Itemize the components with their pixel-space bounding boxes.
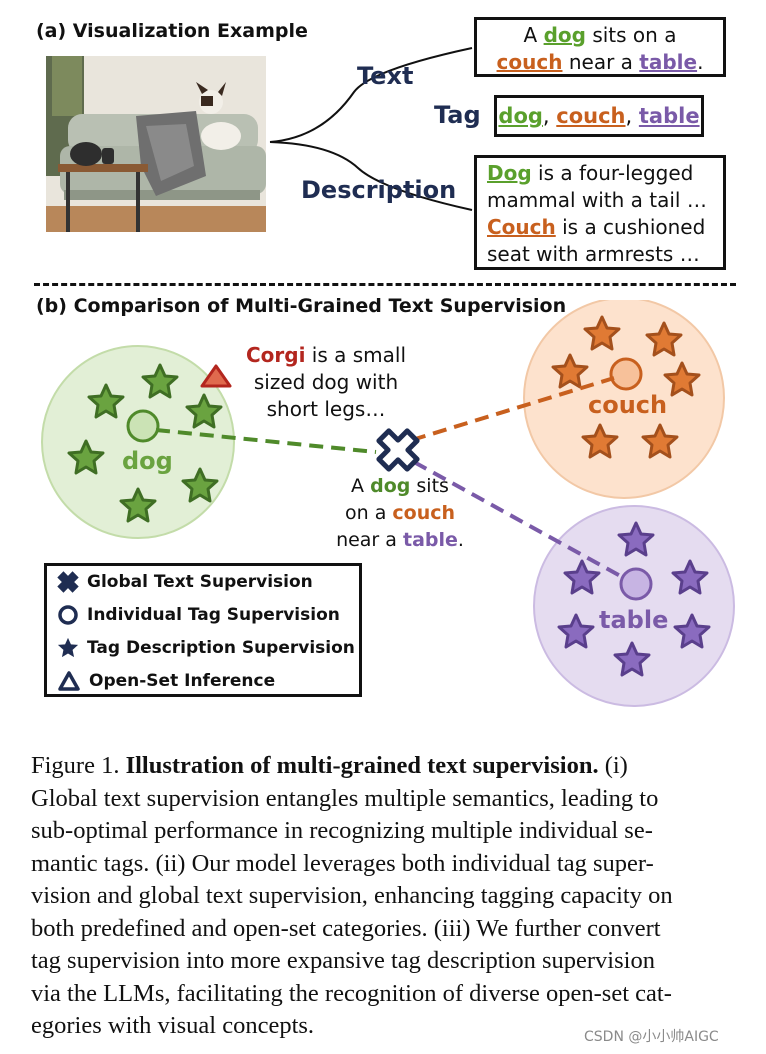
caption-line: tag supervision into more expansive tag … [31,947,655,974]
figure-caption: Figure 1. Illustration of multi-grained … [31,750,743,1043]
caption-line: vision and global text supervision, enha… [31,882,673,909]
section-divider [34,283,736,286]
star-icon [57,637,79,658]
caption-line: sub-optimal performance in recognizing m… [31,817,653,844]
caption-line: egories with visual concepts. [31,1012,315,1039]
legend-box: Global Text Supervision Individual Tag S… [44,563,362,697]
legend-individual: Individual Tag Supervision [57,600,340,630]
legend-description: Tag Description Supervision [57,633,355,663]
description-box: Dog is a four-legged mammal with a tail … [474,155,726,270]
dog-cluster-label: dog [122,447,173,475]
text-box: A dog sits on a couch near a table. [474,17,726,77]
legend-open-set: Open-Set Inference [57,666,275,696]
part-a-title: (a) Visualization Example [36,20,308,42]
caption-line: Figure 1. Illustration of multi-grained … [31,752,628,779]
tag-box: dog, couch, table [494,95,704,137]
corgi-description: Corgi is a small sized dog with short le… [245,343,407,421]
legend-global: Global Text Supervision [57,567,313,597]
caption-line: both predefined and open-set categories.… [31,914,661,942]
circle-icon [58,605,78,625]
triangle-icon [58,671,80,691]
text-label: Text [357,62,414,90]
caption-line: via the LLMs, facilitating the recogniti… [31,979,672,1007]
couch-cluster-label: couch [588,391,668,419]
table-cluster-label: table [599,606,669,634]
watermark: CSDN @小小帅AIGC [584,1029,719,1045]
dog-on-couch-photo [46,56,266,232]
embedding-diagram [41,300,735,707]
caption-line: Global text supervision entangles multip… [31,784,659,812]
caption-line: mantic tags. (ii) Our model leverages bo… [31,849,654,877]
tag-label: Tag [434,101,481,129]
connector-lines [269,47,473,211]
description-label: Description [301,176,457,204]
part-b-title: (b) Comparison of Multi-Grained Text Sup… [36,295,567,317]
cross-icon [57,571,79,593]
center-sentence: A dog sits on a couch near a table. [336,475,464,551]
